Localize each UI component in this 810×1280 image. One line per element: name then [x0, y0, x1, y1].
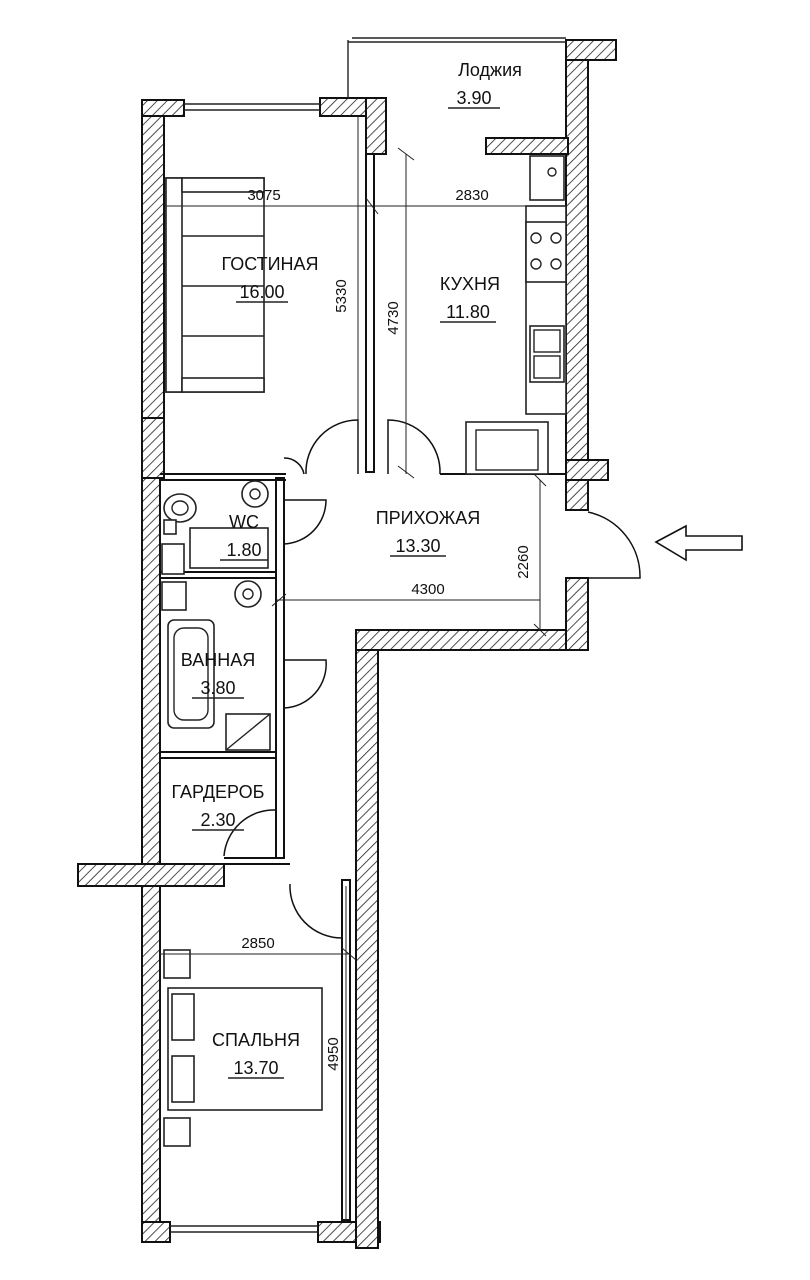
- partitions: [160, 37, 566, 1233]
- dim-kitchen-width: 2830: [455, 187, 488, 204]
- dim-kitchen-height: 4730: [385, 301, 402, 334]
- wall-living-kitchen-top: [365, 97, 387, 155]
- living-name: ГОСТИНАЯ: [221, 254, 318, 274]
- door-bedroom[interactable]: [289, 883, 343, 939]
- partition-bath-hall: [275, 477, 285, 859]
- wall-left-living-lower: [141, 417, 165, 479]
- wall-left-living: [141, 99, 165, 419]
- door-entrance[interactable]: [587, 511, 641, 579]
- room-labels: Лоджия 3.90 ГОСТИНАЯ 16.00 КУХНЯ 11.80 П…: [172, 60, 522, 1079]
- wall-left-bedroom: [141, 885, 161, 1227]
- wardrobe-name: ГАРДЕРОБ: [172, 782, 265, 802]
- wall-hall-bottom: [355, 629, 589, 651]
- nightstand-1: [163, 949, 191, 979]
- wc-cabinet: [189, 527, 269, 569]
- kitchen-sink: [529, 325, 565, 383]
- pillow-2: [171, 1055, 195, 1103]
- wall-right-top: [565, 39, 617, 61]
- wall-right-kitchen: [565, 39, 589, 481]
- wall-right-bedroom: [355, 637, 379, 1249]
- door-kitchen[interactable]: [387, 419, 441, 475]
- dim-hall-height: 2260: [515, 545, 532, 578]
- wall-right-bottom: [565, 459, 609, 481]
- wall-bedroom-bottom-left: [141, 1221, 171, 1243]
- partition-living-kitchen: [365, 153, 375, 473]
- door-wc[interactable]: [283, 499, 327, 545]
- doors: [223, 419, 641, 939]
- dim-bedroom-width: 2850: [241, 935, 274, 952]
- dim-living-width: 3075: [247, 187, 280, 204]
- wc-name: WC: [229, 512, 259, 532]
- stove: [525, 221, 567, 283]
- walls: [77, 39, 617, 1249]
- hall-area: 13.30: [395, 536, 440, 556]
- pillow-1: [171, 993, 195, 1041]
- dim-bedroom-height: 4950: [325, 1037, 342, 1070]
- loggia-area: 3.90: [456, 88, 491, 108]
- bath-name: ВАННАЯ: [181, 650, 255, 670]
- kitchen-name: КУХНЯ: [440, 274, 500, 294]
- dimension-labels: 3075 2830 5330 4730 4300 2260 2850 4950: [241, 187, 532, 1071]
- wall-left-bath: [141, 477, 161, 867]
- bath-sink: [234, 580, 262, 608]
- wc-area: 1.80: [226, 540, 261, 560]
- bathtub: [167, 619, 215, 729]
- wall-entrance-upper: [565, 479, 589, 511]
- wardrobe-area: 2.30: [200, 810, 235, 830]
- door-bath[interactable]: [283, 659, 327, 709]
- door-living[interactable]: [305, 419, 359, 475]
- wall-slab: [77, 863, 225, 887]
- bath-area: 3.80: [200, 678, 235, 698]
- washer: [161, 581, 187, 611]
- dim-hall-width: 4300: [411, 581, 444, 598]
- door-wc-small[interactable]: [283, 457, 305, 475]
- sofa-back: [165, 177, 183, 393]
- bedroom-name: СПАЛЬНЯ: [212, 1030, 300, 1050]
- toilet: [163, 493, 197, 523]
- wall-entrance-lower: [565, 577, 589, 651]
- dimension-lines: [160, 116, 566, 1222]
- nightstand-2: [163, 1117, 191, 1147]
- door-wardrobe[interactable]: [223, 809, 277, 857]
- furniture: [161, 155, 567, 1147]
- loggia-name: Лоджия: [458, 60, 522, 80]
- dim-living-height: 5330: [333, 279, 350, 312]
- kitchen-area: 11.80: [446, 302, 490, 322]
- wc-sink: [241, 480, 269, 508]
- bedroom-area: 13.70: [233, 1058, 278, 1078]
- wall-living-top-left: [141, 99, 185, 117]
- hall-name: ПРИХОЖАЯ: [376, 508, 481, 528]
- wall-loggia-kitchen: [485, 137, 569, 155]
- kitchen-sink-small: [529, 155, 565, 201]
- arrow-left-icon: [654, 524, 743, 562]
- living-area: 16.00: [239, 282, 284, 302]
